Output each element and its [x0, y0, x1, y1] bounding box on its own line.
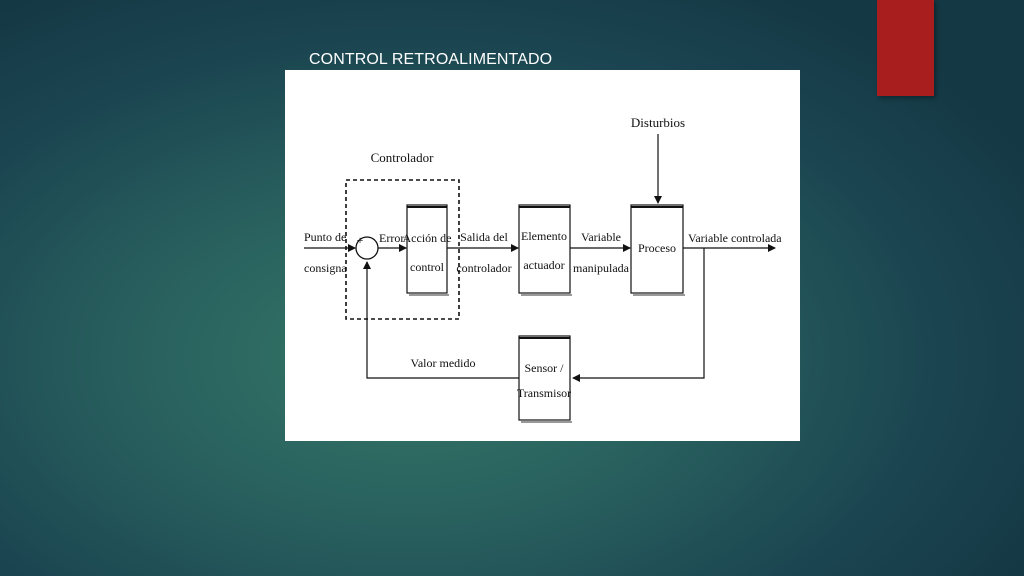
- sensor-label-line1: Sensor /: [525, 361, 565, 375]
- measured-value-label: Valor medido: [411, 356, 476, 370]
- red-accent-bar: [877, 0, 934, 96]
- error-label: Error: [379, 231, 404, 245]
- actuator-label-line1: Elemento: [521, 229, 567, 243]
- sensor-label-line2: Transmisor: [517, 386, 571, 400]
- sensor-transmitter-block: [518, 335, 571, 421]
- measured-value-arrow: [363, 261, 519, 379]
- manipulated-variable-label-line1: Variable: [581, 230, 621, 244]
- manipulated-variable-label-line2: manipulada: [573, 261, 630, 275]
- process-block: [630, 204, 684, 294]
- actuator-block: [518, 204, 571, 294]
- feedback-to-sensor-line: [572, 248, 705, 382]
- plus-sign: +: [357, 233, 364, 247]
- controller-group-label: Controlador: [371, 150, 434, 165]
- controller-output-label-line1: Salida del: [460, 230, 508, 244]
- control-action-label-line2: control: [410, 260, 445, 274]
- controller-output-label-line2: controlador: [456, 261, 511, 275]
- setpoint-label-line1: Punto de: [304, 230, 346, 244]
- slide-title: CONTROL RETROALIMENTADO: [309, 51, 553, 68]
- block-diagram: Controlador Disturbios Punto de consigna…: [304, 115, 782, 423]
- disturbance-label: Disturbios: [631, 115, 685, 130]
- actuator-label-line2: actuador: [523, 258, 564, 272]
- process-label: Proceso: [638, 241, 676, 255]
- controller-dashed-box: [345, 179, 460, 320]
- control-action-label-line1: Acción de: [403, 231, 452, 245]
- feedback-control-diagram: Controlador Disturbios Punto de consigna…: [285, 70, 800, 441]
- control-action-block: [406, 204, 448, 294]
- setpoint-label-line2: consigna: [304, 261, 347, 275]
- controlled-variable-label: Variable controlada: [688, 231, 782, 245]
